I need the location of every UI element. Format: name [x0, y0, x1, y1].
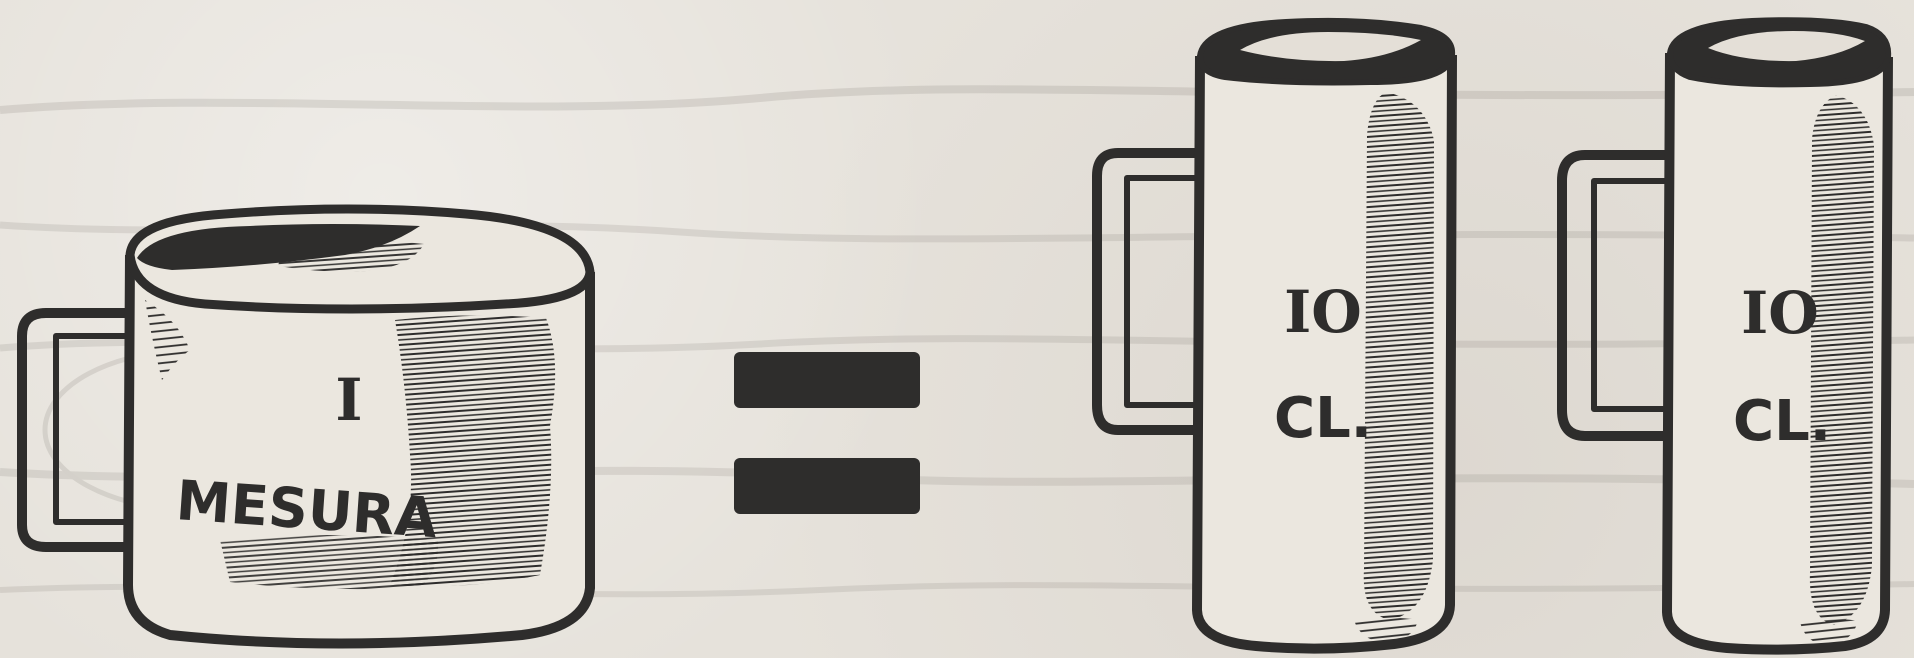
tall-mug-1-handle-inner: [1127, 178, 1197, 405]
large-mug-quantity-label: I: [335, 366, 362, 434]
tall-mug-1-shading: [1364, 92, 1434, 620]
tall-mug-2-quantity-label: IO: [1741, 279, 1819, 347]
tall-mug-2: IO CL.: [1562, 20, 1888, 649]
equals-sign-bottom-bar: [734, 458, 920, 514]
tall-mug-1-unit-label: CL.: [1274, 386, 1372, 451]
tall-mug-2-handle-inner: [1594, 181, 1667, 409]
equals-sign-top-bar: [734, 352, 920, 408]
tall-mug-2-handle: [1562, 155, 1667, 436]
tall-mug-2-shading: [1810, 95, 1874, 625]
equals-sign: [734, 352, 920, 514]
tall-mug-2-unit-label: CL.: [1733, 389, 1831, 454]
tall-mug-1-handle: [1097, 153, 1197, 430]
large-mug-one-measure: I MESURA: [22, 209, 590, 644]
tall-mug-1-quantity-label: IO: [1284, 278, 1362, 346]
tall-mug-1: IO CL.: [1097, 21, 1452, 649]
